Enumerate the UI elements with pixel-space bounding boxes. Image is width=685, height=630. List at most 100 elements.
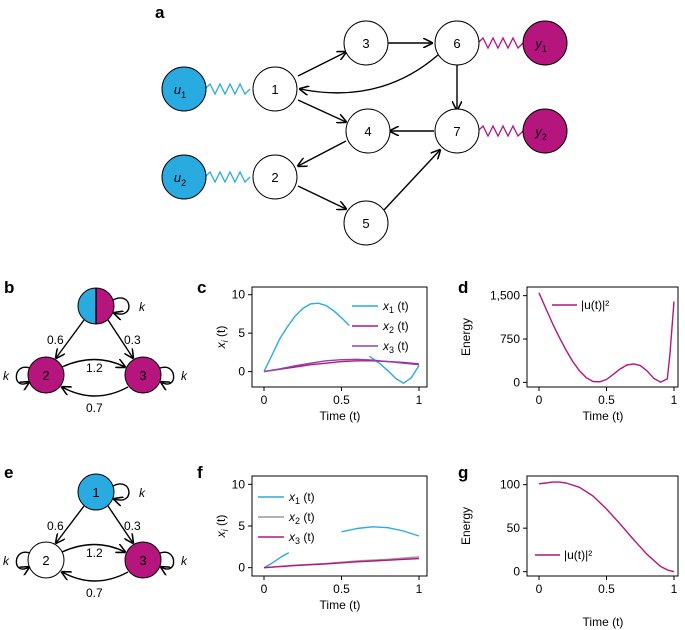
self-loop-3-e <box>160 551 175 569</box>
output-node-y1: y1 <box>522 20 568 66</box>
k-label-3-b: k <box>181 369 188 383</box>
chart-c-ylabel: xi (t) <box>214 326 230 350</box>
edge-e-1-3 <box>107 505 133 543</box>
chart-c-xlabel: Time (t) <box>320 409 361 423</box>
chart-g-series-line <box>538 481 675 573</box>
edge-2-5 <box>297 185 346 209</box>
chart-c-xtick-label: 1 <box>416 393 423 407</box>
node-3-b <box>124 356 162 394</box>
panel-a-edges <box>297 43 457 211</box>
node-1-e <box>77 473 115 511</box>
edge-e-3-2 <box>62 572 129 582</box>
edge-4-2 <box>298 140 347 166</box>
svg-text:k: k <box>139 486 146 500</box>
node-3-e <box>124 541 162 579</box>
panel-f-label: f <box>197 463 203 482</box>
panel-c-label: c <box>197 278 206 297</box>
chart-f-ytick-label: 5 <box>238 519 245 533</box>
k-label-2-b: k <box>3 369 10 383</box>
self-loop-top-b <box>113 297 130 314</box>
chart-g-xlabel: Time (t) <box>583 615 624 629</box>
panel-g-label: g <box>458 463 468 482</box>
node-4: 4 <box>345 108 391 154</box>
edge-b-2-3 <box>61 360 125 368</box>
svg-text:3: 3 <box>362 36 369 51</box>
svg-text:7: 7 <box>453 124 460 139</box>
chart-c: xi (t) Time (t) x1 (t) x2 (t) x3 (t) 0 0.… <box>214 286 428 423</box>
svg-text:k: k <box>3 554 10 568</box>
panel-b-label: b <box>4 278 14 297</box>
chart-f-xlabel: Time (t) <box>320 598 361 612</box>
svg-text:y2: y2 <box>534 124 547 142</box>
chart-f: xi (t) Time (t) x1 (t) x2 (t) x3 (t) 0 0.… <box>214 475 428 612</box>
svg-text:1: 1 <box>92 485 99 500</box>
svg-text:0.7: 0.7 <box>86 586 103 600</box>
node-3: 3 <box>343 20 389 66</box>
chart-d-ytick-label: 0 <box>513 375 520 389</box>
chart-f-ylabel: xi (t) <box>214 515 230 539</box>
edge-e-2-3 <box>61 545 125 553</box>
chart-c-series-line <box>368 355 420 384</box>
chart-f-xtick-label: 1 <box>416 582 423 596</box>
panel-b-network: k 2 3 0.6 0.3 1.2 0.7 k k <box>3 287 188 415</box>
chart-d-xtick-label: 0 <box>536 393 543 407</box>
chart-g-xtick-label: 0 <box>536 582 543 596</box>
weight-b-13: 0.3 <box>124 333 141 347</box>
node-7: 7 <box>434 108 480 154</box>
svg-text:3: 3 <box>139 553 146 568</box>
edge-6-1 <box>300 54 439 93</box>
chart-f-series-line <box>263 552 290 569</box>
chart-d-ytick-label: 1,500 <box>490 289 520 303</box>
chart-c-legend: x1 (t) x2 (t) x3 (t) <box>352 299 409 355</box>
chart-d-ylabel: Energy <box>459 318 473 356</box>
weight-b-23: 1.2 <box>86 361 103 375</box>
node-2-b <box>27 356 65 394</box>
chart-f-xtick-label: 0.5 <box>333 582 350 596</box>
legend-c-x1: x1 (t) <box>382 299 409 315</box>
svg-text:2: 2 <box>42 553 49 568</box>
svg-text:4: 4 <box>364 124 371 139</box>
chart-c-ytick-label: 5 <box>238 326 245 340</box>
legend-g-energy: |u(t)|² <box>564 548 592 562</box>
node-6: 6 <box>434 20 480 66</box>
chart-f-ytick-label: 0 <box>238 561 245 575</box>
chart-g-xtick-label: 0.5 <box>598 582 615 596</box>
edge-1-3 <box>297 52 346 77</box>
chart-f-xtick-label: 0 <box>261 582 268 596</box>
self-loop-2-e <box>15 551 30 569</box>
chart-g-ytick-label: 50 <box>507 521 521 535</box>
chart-c-series-line <box>263 358 420 373</box>
k-label-top-b: k <box>139 300 146 314</box>
svg-text:u2: u2 <box>174 170 186 188</box>
coupling-u1 <box>204 82 251 96</box>
chart-d-series-line <box>538 292 675 383</box>
weight-b-32: 0.7 <box>86 401 103 415</box>
output-node-y2: y2 <box>522 108 568 154</box>
chart-d-xtick-label: 1 <box>671 393 678 407</box>
chart-g-xtick-label: 1 <box>671 582 678 596</box>
coupling-u2 <box>204 170 251 184</box>
panel-e-label: e <box>4 463 13 482</box>
edge-b-3-2 <box>62 387 129 397</box>
legend-d-energy: |u(t)|² <box>581 298 609 312</box>
chart-c-ytick-label: 10 <box>232 288 246 302</box>
node-1: 1 <box>252 66 298 112</box>
self-loop-2-b <box>15 366 30 384</box>
chart-g-ytick-label: 0 <box>513 565 520 579</box>
edge-5-7 <box>383 150 440 211</box>
chart-g: Energy Time (t) |u(t)|² 0 0.5 1 0 50 100 <box>459 475 679 629</box>
svg-text:2: 2 <box>42 368 49 383</box>
chart-g-ytick-label: 100 <box>500 478 520 492</box>
input-node-u1: u1 <box>161 66 207 112</box>
panel-d-label: d <box>458 278 468 297</box>
chart-c-xtick-label: 0.5 <box>333 393 350 407</box>
edge-b-1-3 <box>107 319 133 358</box>
node-2: 2 <box>252 154 298 200</box>
chart-f-legend: x1 (t) x2 (t) x3 (t) <box>258 490 315 546</box>
legend-c-x2: x2 (t) <box>382 319 409 335</box>
node-5: 5 <box>343 200 389 246</box>
chart-c-ytick-label: 0 <box>238 365 245 379</box>
chart-g-ylabel: Energy <box>459 507 473 545</box>
svg-text:1.2: 1.2 <box>86 546 103 560</box>
